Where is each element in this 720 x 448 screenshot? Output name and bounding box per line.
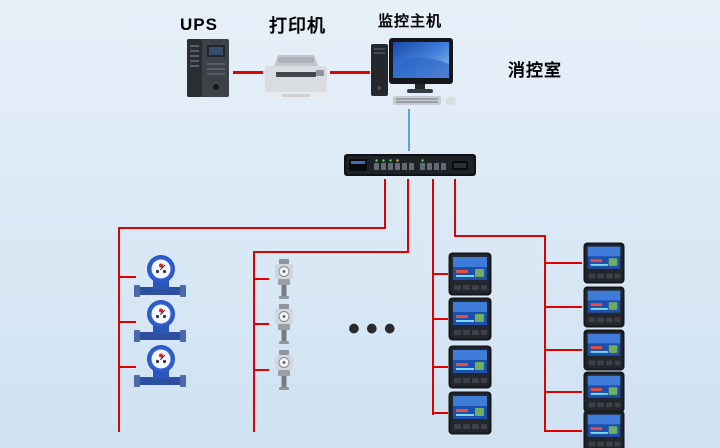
power-meter-icon	[582, 286, 626, 328]
line-ups-printer	[233, 71, 263, 74]
power-meter-icon	[582, 242, 626, 284]
power-meter-icon	[582, 329, 626, 371]
power-meter-icon	[448, 345, 492, 389]
printer-label: 打印机	[269, 16, 326, 36]
power-meter-icon	[448, 297, 492, 341]
printer-icon	[262, 50, 330, 102]
water-meter-icon	[134, 344, 186, 390]
line-stub-power-meter-right-4	[546, 391, 582, 393]
power-meter-icon	[582, 410, 626, 448]
line-stub-power-meter-left-2	[434, 318, 448, 320]
line-branch2-horizontal	[253, 251, 409, 253]
line-stub-power-meter-right-2	[546, 306, 582, 308]
line-branch1-vertical	[118, 227, 120, 432]
line-branch1-horizontal	[118, 227, 386, 229]
line-stub-sensor-1	[255, 278, 269, 280]
line-switch-drop-4	[454, 179, 456, 235]
line-stub-water-meter-2	[120, 321, 136, 323]
power-meter-icon	[448, 391, 492, 435]
line-stub-power-meter-left-4	[434, 412, 448, 414]
flow-sensor-icon	[266, 303, 302, 345]
line-stub-sensor-2	[255, 323, 269, 325]
host-label: 监控主机	[378, 13, 443, 30]
water-meter-icon	[134, 254, 186, 300]
line-branch4-horizontal	[454, 235, 546, 237]
flow-sensor-icon	[266, 349, 302, 391]
line-branch4-vertical	[544, 235, 546, 432]
more-devices-ellipsis: •••	[348, 310, 402, 348]
line-host-switch	[408, 109, 410, 151]
line-printer-host	[330, 71, 370, 74]
ups-tower-icon	[183, 37, 233, 99]
line-stub-power-meter-left-1	[434, 273, 448, 275]
control-room-label: 消控室	[508, 61, 562, 80]
line-branch2-vertical	[253, 251, 255, 432]
monitoring-computer-icon	[369, 38, 459, 108]
ups-label: UPS	[180, 15, 218, 34]
line-stub-water-meter-1	[120, 276, 136, 278]
line-switch-drop-1	[384, 179, 386, 228]
line-stub-water-meter-3	[120, 366, 136, 368]
line-stub-power-meter-right-3	[546, 349, 582, 351]
line-stub-power-meter-right-5	[546, 430, 582, 432]
water-meter-icon	[134, 299, 186, 345]
flow-sensor-icon	[266, 258, 302, 300]
line-stub-power-meter-right-1	[546, 262, 582, 264]
network-switch-icon	[344, 151, 476, 179]
power-meter-icon	[448, 252, 492, 296]
line-switch-drop-2	[407, 179, 409, 252]
line-stub-power-meter-left-3	[434, 366, 448, 368]
power-meter-icon	[582, 371, 626, 413]
line-switch-drop-3	[432, 179, 434, 415]
line-stub-sensor-3	[255, 369, 269, 371]
